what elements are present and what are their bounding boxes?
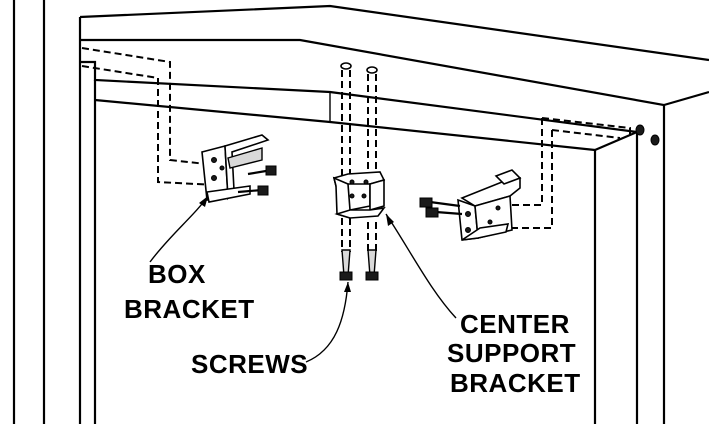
label-box-bracket-line2: BRACKET [124,294,255,324]
window-frame [78,4,709,424]
label-box-bracket-line1: BOX [148,259,206,289]
frame-holes-right [635,124,660,146]
right-box-bracket [457,169,522,241]
right-bracket-screws [419,197,463,218]
screws-arrowhead [344,282,351,292]
label-center-line2: SUPPORT [447,338,576,368]
center-bracket-arrowhead [386,214,394,226]
left-bracket-screws [237,165,277,196]
wall-edge [12,0,46,424]
center-bracket-leader [385,213,457,319]
box-bracket-arrowhead [199,196,208,207]
left-box-bracket [201,134,270,203]
center-screws [339,249,379,281]
hidden-outline-left [81,47,216,186]
screws-leader [305,281,349,363]
center-screw-guides [340,62,378,252]
box-bracket-leader [149,195,209,263]
label-center-line3: BRACKET [450,368,581,398]
center-support-bracket [332,171,386,220]
hidden-outline-right [505,117,631,229]
label-screws: SCREWS [191,349,308,379]
leader-lines [149,195,457,363]
label-center-line1: CENTER [460,309,570,339]
